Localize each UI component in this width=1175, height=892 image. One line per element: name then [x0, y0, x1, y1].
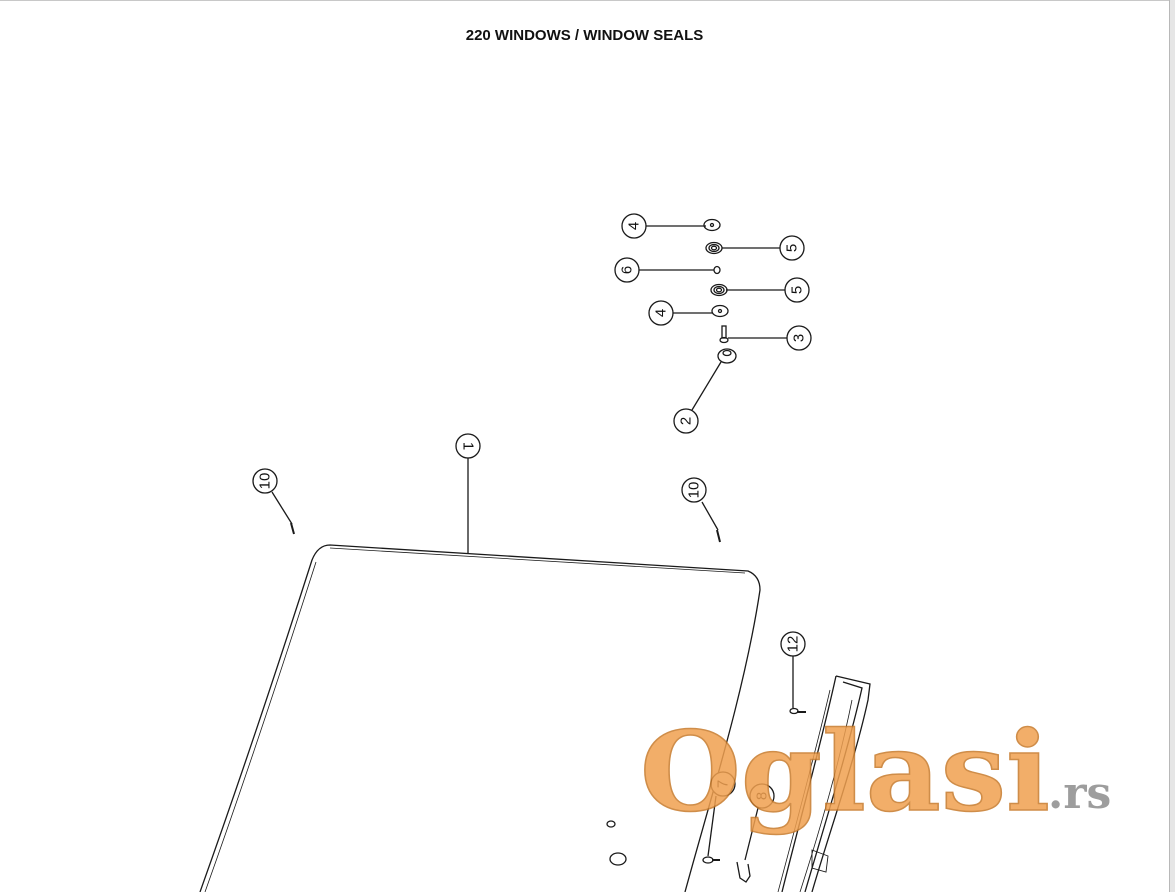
callout-label-6: 6 — [619, 266, 636, 274]
watermark-suffix: .rs — [1048, 768, 1111, 819]
page-border — [0, 0, 1175, 1]
watermark-brand: Oglasi — [640, 707, 1050, 836]
callout-3 — [786, 325, 812, 351]
callout-label-7: 7 — [715, 780, 732, 788]
callout-4b — [648, 300, 674, 326]
callout-label-2: 2 — [678, 417, 695, 425]
callout-label-4a: 4 — [626, 222, 643, 230]
page-title: 220 WINDOWS / WINDOW SEALS — [465, 27, 704, 44]
callout-label-8: 8 — [754, 792, 771, 800]
callout-label-10b: 10 — [686, 482, 703, 499]
callout-label-4b: 4 — [653, 309, 670, 317]
callout-1 — [455, 433, 481, 459]
callout-10b — [681, 477, 707, 503]
callout-label-3: 3 — [791, 334, 808, 342]
callout-label-5b: 5 — [789, 286, 806, 294]
callout-label-10a: 10 — [257, 473, 274, 490]
callout-4a — [621, 213, 647, 239]
callout-8 — [749, 783, 775, 809]
callout-12 — [780, 631, 806, 657]
callout-label-1: 1 — [460, 442, 477, 450]
callout-label-5a: 5 — [784, 244, 801, 252]
callout-5b — [784, 277, 810, 303]
callout-2 — [673, 408, 699, 434]
callout-5a — [779, 235, 805, 261]
callout-label-12: 12 — [785, 636, 802, 653]
callout-6 — [614, 257, 640, 283]
scrollbar-track[interactable] — [1169, 0, 1175, 892]
watermark-logo: Oglasi .rs — [639, 706, 1111, 837]
windshield-glass — [199, 544, 761, 892]
callout-10a — [252, 468, 278, 494]
callout-7 — [710, 771, 736, 797]
